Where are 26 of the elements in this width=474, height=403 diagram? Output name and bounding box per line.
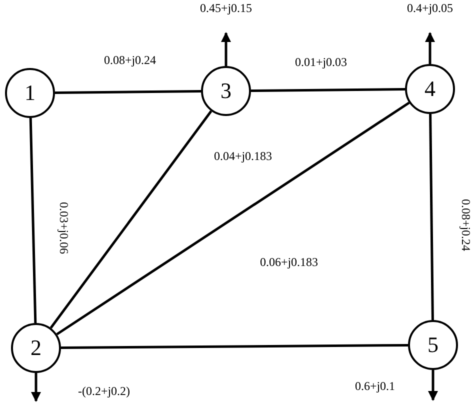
- edge-label: 0.06+j0.183: [260, 256, 318, 268]
- edge-label: 0.4+j0.05: [406, 2, 454, 14]
- bus-number: 5: [428, 334, 438, 356]
- edge-label: 0.04+j0.183: [214, 150, 272, 162]
- line: [56, 102, 410, 336]
- edge-label: 0.08+j0.24: [460, 198, 472, 252]
- arrow: [31, 373, 41, 402]
- line: [250, 88, 406, 92]
- line: [429, 114, 434, 320]
- arrow: [425, 32, 435, 64]
- arrow: [428, 370, 438, 401]
- edge-label: 0.03+j0.06: [58, 202, 70, 254]
- line: [54, 90, 202, 94]
- line: [50, 110, 212, 329]
- line: [61, 344, 408, 350]
- line: [29, 118, 37, 324]
- bus-number: 1: [24, 82, 36, 104]
- bus-number: 2: [30, 337, 42, 359]
- edge-label: 0.01+j0.03: [294, 56, 348, 68]
- edge-label: 0.08+j0.24: [104, 54, 156, 66]
- edge-label: -(0.2+j0.2): [78, 385, 130, 397]
- bus-number: 3: [220, 80, 232, 102]
- edge-label: 0.6+j0.1: [354, 380, 396, 392]
- arrow: [221, 32, 231, 66]
- bus-number: 4: [424, 78, 436, 100]
- edge-label: 0.45+j0.15: [200, 2, 252, 14]
